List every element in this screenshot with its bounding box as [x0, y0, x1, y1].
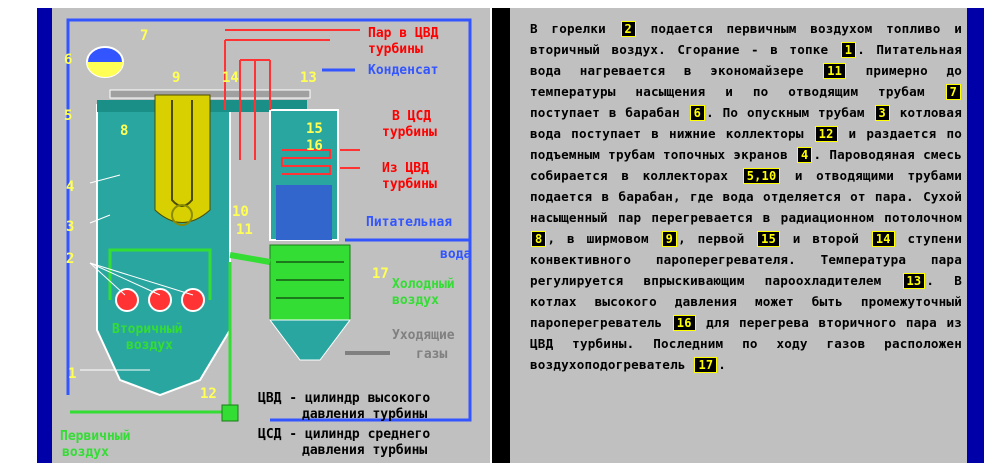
callout-11: 11: [236, 222, 253, 238]
abbreviation-legend: ЦВД - цилиндр высокого давления турбины …: [258, 391, 430, 458]
air-heater: [269, 244, 351, 321]
callout-4: 4: [66, 179, 74, 195]
air-fan: [221, 404, 239, 422]
cold-air-label-1: Холодный: [392, 277, 455, 292]
flow-labels: Пар в ЦВД турбины Конденсат В ЦСД турбин…: [60, 26, 471, 460]
drum-water: [87, 62, 123, 77]
description-text: , первой: [678, 231, 757, 246]
callout-10: 10: [232, 204, 249, 220]
description-text: примерно до температуры насыщения и по о…: [530, 63, 963, 99]
number-badge: 11: [823, 63, 847, 79]
callout-lines: [80, 174, 194, 371]
callout-2: 2: [66, 251, 74, 267]
number-badge: 14: [871, 231, 895, 247]
number-badge: 1: [840, 42, 857, 58]
callout-9: 9: [172, 70, 180, 86]
number-badge: 16: [672, 315, 696, 331]
description-text: подается первичным воздухом топливо и вт…: [530, 21, 962, 57]
callout-7: 7: [140, 28, 148, 44]
description-text: поступает в барабан: [530, 105, 689, 120]
cold-air-label-2: воздух: [392, 293, 439, 308]
callout-6: 6: [64, 52, 72, 68]
description-text: .: [718, 357, 727, 372]
description-text: . Питательная вода нагревается в эконома…: [530, 42, 963, 78]
legend-ip-line2: давления турбины: [302, 443, 427, 458]
number-callouts: 1 2 3 4 5 6 7 8 9 10 11 12 13 14 15 16 1…: [64, 28, 389, 402]
number-badge: 9: [661, 231, 678, 247]
condensate-label: Конденсат: [368, 63, 438, 78]
primary-air-label-2: воздух: [62, 445, 109, 460]
description-text: и раздается по подъемным трубам топочных…: [530, 126, 963, 162]
number-badge: 7: [945, 84, 961, 100]
description-text: , в ширмовом: [547, 231, 661, 246]
callout-14: 14: [222, 70, 239, 86]
callout-15: 15: [306, 121, 323, 137]
steam-to-hp-label-2: турбины: [368, 42, 423, 57]
feed-water-label-2: вода: [440, 247, 471, 262]
callout-3: 3: [66, 219, 74, 235]
description-text: . По опускным трубам: [706, 105, 874, 120]
callout-5: 5: [64, 108, 72, 124]
cyclone-arc: [171, 204, 193, 226]
secondary-air-duct: [229, 252, 271, 265]
number-badge: 4: [797, 147, 813, 163]
from-hp-label-1: Из ЦВД: [382, 161, 429, 176]
callout-17: 17: [372, 266, 389, 282]
callout-16: 16: [306, 138, 323, 154]
to-ip-label-2: турбины: [382, 125, 437, 140]
number-badge: 12: [814, 126, 838, 142]
blue-loop-pipe: [66, 18, 472, 422]
left-frame-bar: [37, 8, 52, 463]
legend-hp-line1: ЦВД - цилиндр высокого: [258, 391, 430, 406]
process-description: В горелки 2 подается первичным воздухом …: [530, 18, 962, 375]
feed-water-label-1: Питательная: [366, 215, 452, 230]
callout-12: 12: [200, 386, 217, 402]
to-ip-label-1: В ЦСД: [392, 109, 431, 124]
description-text: В горелки: [530, 21, 620, 36]
number-badge: 13: [902, 273, 926, 289]
flue-gas-label-1: Уходящие: [392, 328, 455, 343]
description-text: и отводящими трубами подается в барабан,…: [530, 168, 962, 225]
description-text: ступени конвективного пароперегревателя.…: [530, 231, 962, 288]
text-panel: [492, 8, 984, 463]
description-text: . Пароводяная смесь собирается в коллект…: [530, 147, 962, 183]
secondary-air-label-2: воздух: [126, 338, 173, 353]
number-badge: 3: [874, 105, 890, 121]
ash-hopper: [269, 319, 351, 361]
number-badge: 2: [620, 21, 636, 37]
secondary-air-label-1: Вторичный: [112, 322, 182, 337]
right-frame-stripe: [967, 8, 984, 463]
burners: [115, 288, 205, 312]
primary-air-label-1: Первичный: [60, 429, 130, 444]
callout-8: 8: [120, 123, 128, 139]
number-badge: 17: [694, 357, 718, 373]
steam-to-hp-label-1: Пар в ЦВД: [368, 26, 439, 41]
legend-hp-line2: давления турбины: [302, 407, 427, 422]
flue-gas-label-2: газы: [416, 347, 447, 362]
primary-air-branches: [108, 248, 212, 300]
reheater-coil: [281, 149, 331, 175]
platen-superheater: [154, 94, 211, 223]
description-text: котловая вода поступает в нижние коллект…: [530, 105, 962, 141]
callout-13: 13: [300, 70, 317, 86]
from-hp-label-2: турбины: [382, 177, 437, 192]
description-text: . В котлах высокого давления может быть …: [530, 273, 962, 330]
description-text: и второй: [781, 231, 871, 246]
convective-superheater-tubes: [224, 39, 330, 160]
text-panel-dark-stripe: [492, 8, 510, 463]
number-badge: 8: [531, 231, 547, 247]
description-text: для перегрева вторичного пара из ЦВД тур…: [530, 315, 963, 372]
economizer-block: [276, 185, 332, 240]
callout-1: 1: [68, 366, 76, 382]
number-badge: 6: [689, 105, 706, 121]
number-badge: 5,10: [742, 168, 781, 184]
number-badge: 15: [757, 231, 780, 247]
legend-ip-line1: ЦСД - цилиндр среднего: [258, 427, 430, 442]
